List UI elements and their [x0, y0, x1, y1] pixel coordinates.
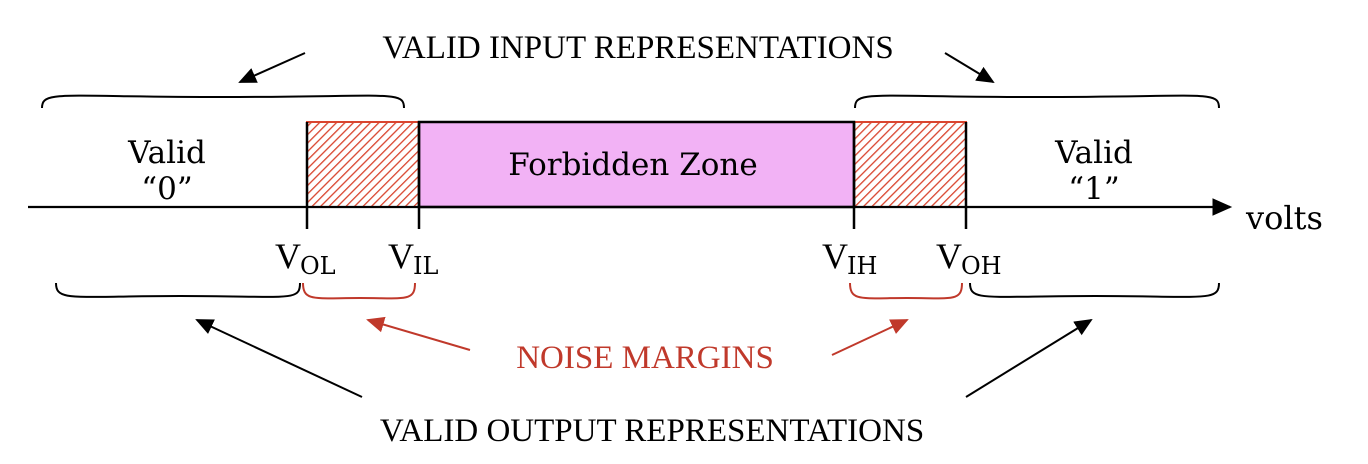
brace-output-one	[969, 282, 1220, 298]
input-arrow-left	[238, 52, 306, 83]
forbidden-zone	[417, 120, 856, 209]
valid-zero-label-line2: “0”	[141, 171, 192, 207]
output-arrow-left	[195, 319, 363, 398]
forbidden-zone-label: Forbidden Zone	[508, 147, 757, 183]
label-vil: V IL	[388, 236, 438, 280]
label-vih: V IH	[822, 236, 877, 280]
label-voh: V OH	[936, 236, 1002, 280]
svg-text:V: V	[275, 236, 301, 276]
svg-text:IH: IH	[847, 252, 877, 280]
svg-text:OL: OL	[300, 252, 336, 280]
svg-text:V: V	[822, 236, 848, 276]
brace-noise-margin-high	[849, 282, 963, 300]
svg-text:V: V	[388, 236, 414, 276]
input-arrow-right	[944, 52, 995, 84]
noise-arrow-left	[366, 316, 471, 351]
output-arrow-right	[965, 318, 1093, 398]
svg-text:V: V	[936, 236, 962, 276]
svg-text:OH: OH	[961, 252, 1002, 280]
svg-text:IL: IL	[413, 252, 438, 280]
brace-input-one	[854, 94, 1220, 109]
noise-arrow-right	[831, 319, 909, 356]
brace-output-zero	[55, 282, 301, 298]
brace-noise-margin-low	[302, 282, 416, 300]
valid-output-title: VALID OUTPUT REPRESENTATIONS	[380, 413, 924, 449]
noise-margin-high-region	[853, 121, 967, 208]
valid-one-label-line1: Valid	[1054, 135, 1133, 171]
axis-label-volts: volts	[1245, 199, 1323, 237]
noise-margins-label: NOISE MARGINS	[516, 340, 774, 376]
noise-margin-low-region	[306, 121, 420, 208]
brace-input-zero	[41, 94, 405, 109]
label-vol: V OL	[275, 236, 336, 280]
valid-input-title: VALID INPUT REPRESENTATIONS	[382, 30, 893, 66]
valid-one-label-line2: “1”	[1068, 171, 1119, 207]
valid-zero-label-line1: Valid	[127, 135, 206, 171]
